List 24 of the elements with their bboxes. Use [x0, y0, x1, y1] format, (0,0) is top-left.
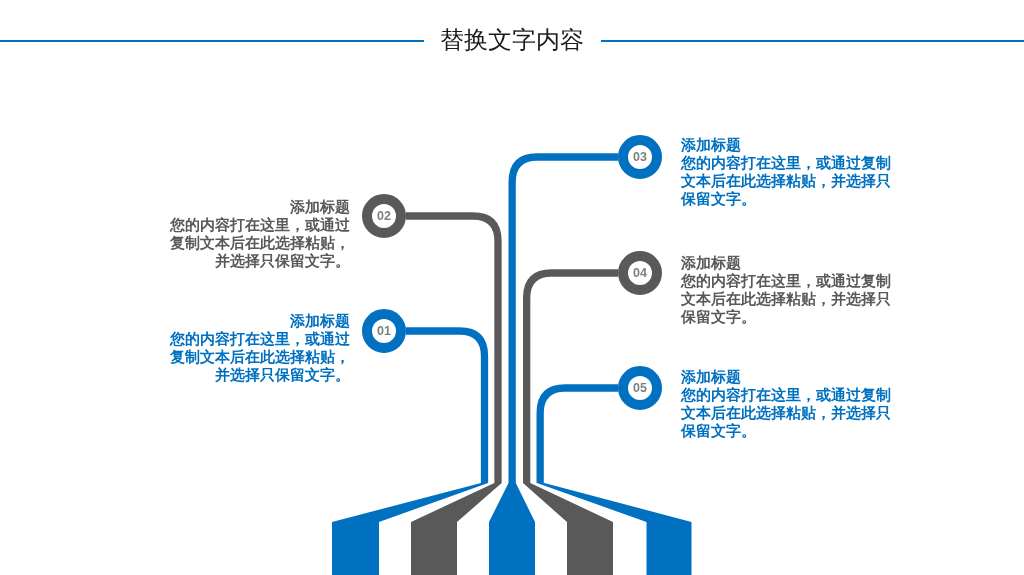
- title: 替换文字内容: [440, 26, 584, 54]
- step-description: 您的内容打在这里，或通过复制文本后在此选择粘贴，并选择只保留文字。: [681, 272, 891, 326]
- step-heading: 添加标题: [681, 254, 741, 272]
- step-heading: 添加标题: [290, 312, 350, 330]
- step-description: 您的内容打在这里，或通过复制文本后在此选择粘贴，并选择只保留文字。: [170, 216, 350, 270]
- step-description: 您的内容打在这里，或通过复制文本后在此选择粘贴，并选择只保留文字。: [681, 386, 891, 440]
- base-stripe: [523, 483, 613, 575]
- step-circle: [362, 309, 406, 353]
- base-stripe: [411, 483, 502, 575]
- step-heading: 添加标题: [290, 198, 350, 216]
- step-heading: 添加标题: [681, 136, 741, 154]
- step-number: 04: [633, 266, 647, 280]
- step-number: 01: [377, 324, 391, 338]
- step-heading: 添加标题: [681, 368, 741, 386]
- step-number: 02: [377, 209, 391, 223]
- step-circle: [362, 194, 406, 238]
- step-circle: [618, 366, 662, 410]
- step-circle: [618, 135, 662, 179]
- base-stripe: [489, 483, 535, 575]
- step-circle: [618, 251, 662, 295]
- step-description: 您的内容打在这里，或通过复制文本后在此选择粘贴，并选择只保留文字。: [170, 330, 350, 384]
- step-number: 05: [633, 381, 647, 395]
- step-description: 您的内容打在这里，或通过复制文本后在此选择粘贴，并选择只保留文字。: [681, 154, 891, 208]
- step-number: 03: [633, 150, 647, 164]
